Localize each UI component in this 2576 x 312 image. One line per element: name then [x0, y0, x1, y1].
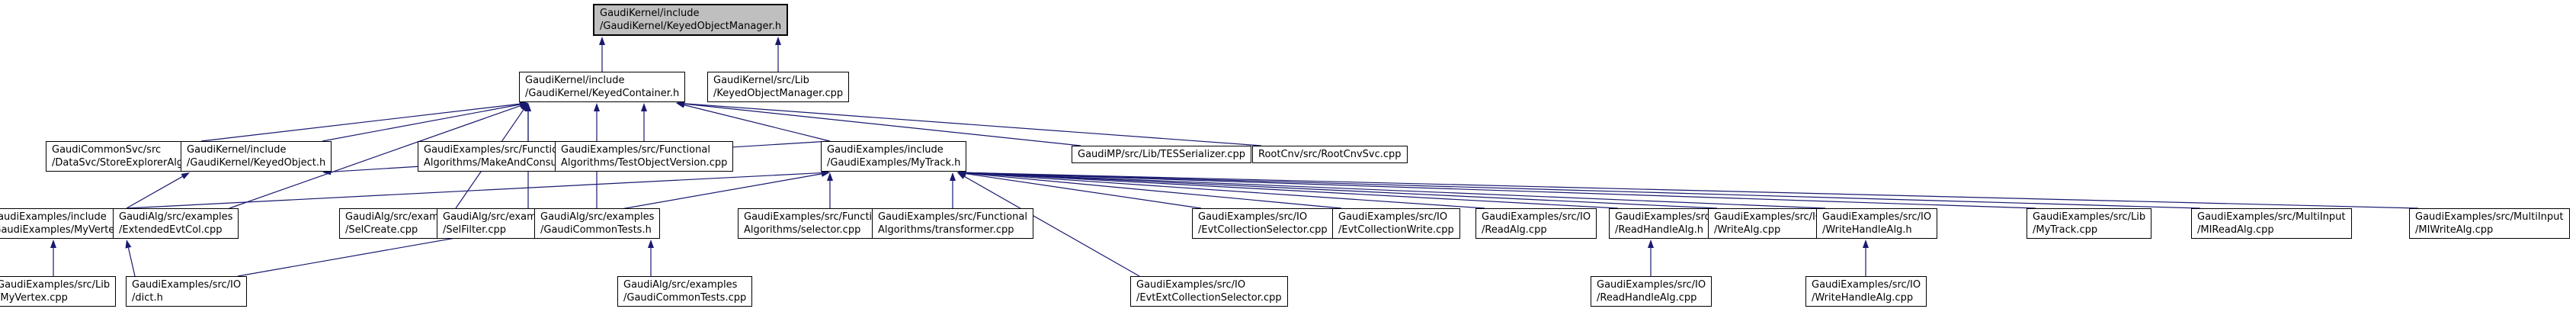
graph-node-keyedobject-h[interactable]: GaudiKernel/include /GaudiKernel/KeyedOb…	[181, 141, 332, 172]
graph-node-writealg-cpp[interactable]: GaudiExamples/src/IO /WriteAlg.cpp	[1708, 208, 1830, 239]
graph-node-mytrack-h[interactable]: GaudiExamples/include /GaudiExamples/MyT…	[821, 141, 967, 172]
graph-node-keyedobjectmanager-h[interactable]: GaudiKernel/include /GaudiKernel/KeyedOb…	[593, 4, 789, 36]
graph-node-evtcollectionwrite-cpp[interactable]: GaudiExamples/src/IO /EvtCollectionWrite…	[1332, 208, 1460, 239]
graph-node-tesserializer-cpp[interactable]: GaudiMP/src/Lib/TESSerializer.cpp	[1072, 146, 1251, 163]
graph-node-keyedcontainer-h[interactable]: GaudiKernel/include /GaudiKernel/KeyedCo…	[519, 72, 686, 102]
graph-node-writehandlealg-cpp[interactable]: GaudiExamples/src/IO /WriteHandleAlg.cpp	[1805, 276, 1927, 307]
graph-node-readhandlealg-cpp[interactable]: GaudiExamples/src/IO /ReadHandleAlg.cpp	[1591, 276, 1713, 307]
graph-node-evtextcollectionselector-cpp[interactable]: GaudiExamples/src/IO /EvtExtCollectionSe…	[1130, 276, 1288, 307]
graph-node-writehandlealg-h[interactable]: GaudiExamples/src/IO /WriteHandleAlg.h	[1816, 208, 1938, 239]
graph-node-mytrack-cpp[interactable]: GaudiExamples/src/Lib /MyTrack.cpp	[2027, 208, 2152, 239]
graph-node-transformer-cpp[interactable]: GaudiExamples/src/Functional Algorithms/…	[872, 208, 1033, 239]
graph-node-mireadalg-cpp[interactable]: GaudiExamples/src/MultiInput /MIReadAlg.…	[2191, 208, 2352, 239]
graph-node-gaudicommontests-h[interactable]: GaudiAlg/src/examples /GaudiCommonTests.…	[534, 208, 661, 239]
graph-node-extendedevtcol-cpp[interactable]: GaudiAlg/src/examples /ExtendedEvtCol.cp…	[113, 208, 239, 239]
graph-node-testobjectversion-cpp[interactable]: GaudiExamples/src/Functional Algorithms/…	[555, 141, 734, 172]
graph-node-myvertex-cpp[interactable]: GaudiExamples/src/Lib /MyVertex.cpp	[0, 276, 117, 307]
graph-node-dict-h[interactable]: GaudiExamples/src/IO /dict.h	[126, 276, 248, 307]
graph-node-gaudicommontests-cpp[interactable]: GaudiAlg/src/examples /GaudiCommonTests.…	[617, 276, 753, 307]
graph-node-keyedobjectmanager-cpp[interactable]: GaudiKernel/src/Lib /KeyedObjectManager.…	[707, 72, 850, 102]
graph-node-readalg-cpp[interactable]: GaudiExamples/src/IO /ReadAlg.cpp	[1475, 208, 1597, 239]
graph-node-evtcollectionselector-cpp[interactable]: GaudiExamples/src/IO /EvtCollectionSelec…	[1192, 208, 1334, 239]
graph-node-miwritealg-cpp[interactable]: GaudiExamples/src/MultiInput /MIWriteAlg…	[2409, 208, 2570, 239]
graph-node-rootcnvsvc-cpp[interactable]: RootCnv/src/RootCnvSvc.cpp	[1252, 146, 1408, 163]
